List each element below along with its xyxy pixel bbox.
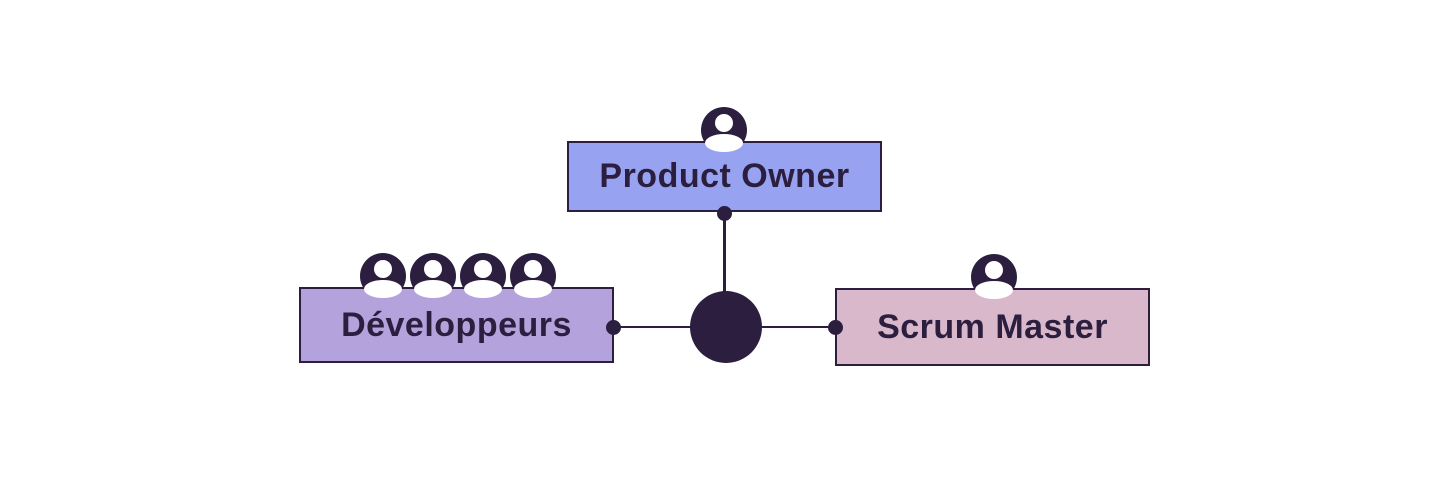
- person-icon: [701, 107, 747, 153]
- person-icon: [360, 253, 406, 299]
- person-icon: [971, 254, 1017, 300]
- person-icon: [510, 253, 556, 299]
- node-label-scrum-master: Scrum Master: [877, 307, 1108, 346]
- hub-node: [690, 291, 762, 363]
- connector-line-vertical: [723, 213, 726, 327]
- connector-dot-product-owner: [716, 205, 732, 221]
- person-icon: [410, 253, 456, 299]
- node-developpeurs[interactable]: Développeurs: [299, 287, 614, 363]
- node-label-developpeurs: Développeurs: [341, 305, 572, 344]
- connector-dot-developpeurs: [605, 319, 621, 335]
- connector-dot-scrum-master: [827, 319, 843, 335]
- node-label-product-owner: Product Owner: [599, 157, 850, 195]
- person-icon: [460, 253, 506, 299]
